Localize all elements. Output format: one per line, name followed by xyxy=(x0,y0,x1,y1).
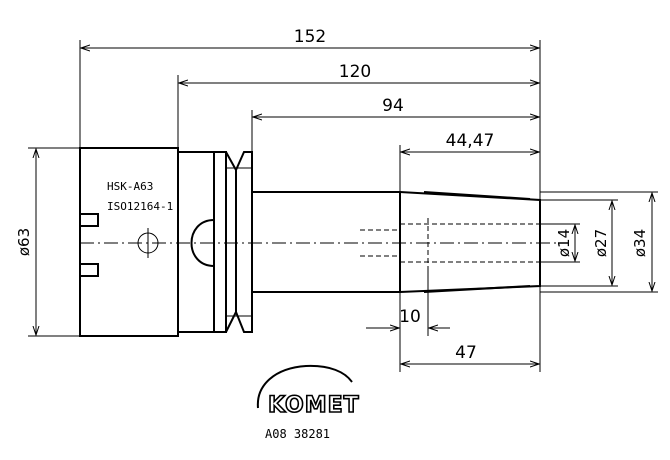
taper-nose xyxy=(399,191,541,293)
dim-text-47: 47 xyxy=(455,343,477,363)
taper-highlight-bottom xyxy=(423,285,531,293)
logo-wordmark: KOMET xyxy=(268,393,360,418)
collar-bore xyxy=(190,219,215,267)
dim-text-94: 94 xyxy=(382,96,404,116)
dimension-lines xyxy=(28,40,658,372)
dim-text-63: ø63 xyxy=(15,228,33,256)
drive-slot-upper xyxy=(80,213,99,227)
flange-lines xyxy=(226,167,252,317)
collar xyxy=(178,151,215,333)
komet-logo: KOMET xyxy=(256,364,360,419)
dim-text-152: 152 xyxy=(294,27,326,47)
v-groove-right xyxy=(235,151,253,333)
bore-hidden-lines xyxy=(400,223,540,263)
v-groove-left xyxy=(225,151,237,333)
dim-text-10: 10 xyxy=(399,307,421,327)
dim-text-44-47: 44,47 xyxy=(446,131,495,151)
ext-lines-27 xyxy=(540,199,618,287)
order-number: A08 38281 xyxy=(265,427,330,441)
tool-holder-outline xyxy=(79,147,541,337)
dim-text-14: ø14 xyxy=(555,229,573,257)
ext-lines-34 xyxy=(540,191,658,293)
body-cylinder xyxy=(252,191,400,293)
inner-hidden-lines xyxy=(360,229,400,257)
drive-slot-lower xyxy=(80,263,99,277)
dim-text-120: 120 xyxy=(339,62,371,82)
dim-text-27: ø27 xyxy=(592,229,610,257)
logo-arc xyxy=(256,364,353,409)
hsk-shank xyxy=(79,147,179,337)
dim-text-34: ø34 xyxy=(631,229,649,257)
flange-left xyxy=(214,151,227,333)
taper-highlight-top xyxy=(423,191,531,200)
standard-label: ISO12164-1 xyxy=(107,200,173,213)
interface-label: HSK-A63 xyxy=(107,180,153,193)
